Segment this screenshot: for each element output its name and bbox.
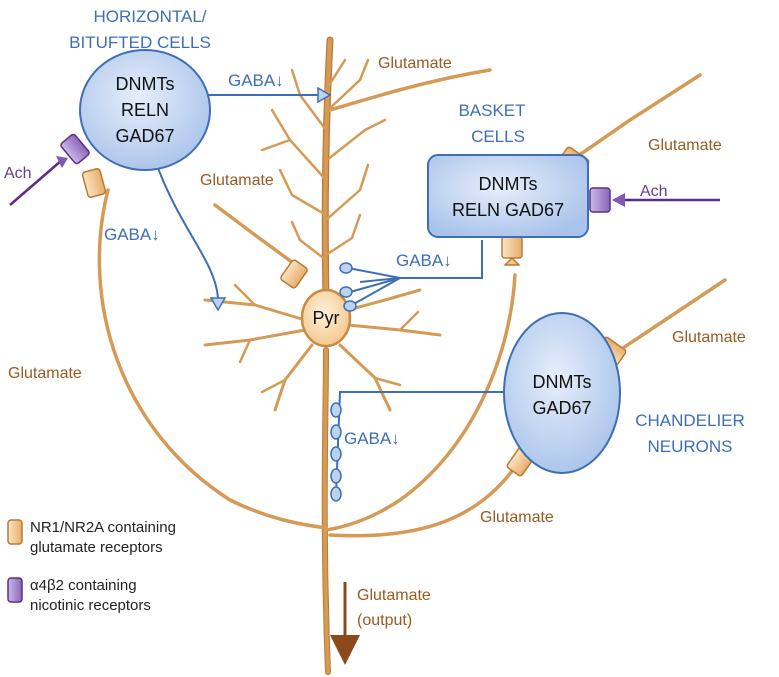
- glutamate-receptor: [81, 168, 107, 198]
- nicotinic-receptor: [60, 133, 90, 165]
- pyramidal-label: Pyr: [313, 308, 340, 328]
- gaba-terminal: [317, 86, 332, 104]
- chandelier-title-1: CHANDELIER: [635, 411, 745, 430]
- glutamate-label-left: Glutamate: [8, 365, 82, 382]
- output-label-1: Glutamate: [357, 587, 431, 604]
- output-label-2: (output): [357, 612, 412, 629]
- glutamate-label-mid: Glutamate: [200, 172, 274, 189]
- ach-terminal: [56, 156, 68, 168]
- horizontal-title-2: BITUFTED CELLS: [69, 33, 211, 52]
- gaba-bouton: [339, 262, 353, 274]
- glutamate-axons: [97, 68, 727, 538]
- chandelier-line1: DNMTs: [533, 372, 592, 392]
- chandelier-title-2: NEURONS: [647, 437, 732, 456]
- ach-terminal: [612, 193, 625, 207]
- gaba-terminal: [209, 297, 227, 312]
- horizontal-line1: DNMTs: [116, 74, 175, 94]
- ach-inputs: [9, 156, 720, 207]
- pyramidal-soma: [300, 288, 352, 348]
- basket-title-2: CELLS: [471, 127, 525, 146]
- gaba-connections: [154, 86, 510, 502]
- gaba-cartridge: [330, 446, 342, 462]
- basket-title-1: BASKET: [458, 101, 525, 120]
- legend-nic-line1: α4β2 containing: [30, 577, 137, 594]
- chandelier-line2: GAD67: [532, 398, 591, 418]
- legend-nic-line2: nicotinic receptors: [30, 597, 151, 614]
- legend: NR1/NR2A containing glutamate receptors …: [7, 519, 176, 614]
- horizontal-cell: DNMTs RELN GAD67: [79, 49, 211, 171]
- gaba-cartridge: [330, 486, 342, 502]
- glutamate-label-top: Glutamate: [378, 55, 452, 72]
- gaba-label-left: GABA↓: [104, 225, 160, 244]
- gaba-bouton: [339, 286, 353, 298]
- nicotinic-receptor: [589, 187, 611, 213]
- ach-label-left: Ach: [4, 165, 32, 182]
- glutamate-label-bottom: Glutamate: [480, 509, 554, 526]
- gaba-label-basket: GABA↓: [396, 251, 452, 270]
- gaba-cartridge: [330, 468, 342, 484]
- legend-nr-line1: NR1/NR2A containing: [30, 519, 176, 536]
- pyramidal-neuron: Pyr: [203, 36, 442, 675]
- chandelier-cell: DNMTs GAD67: [503, 312, 621, 474]
- gaba-cartridge: [330, 402, 342, 418]
- basket-line2: RELN GAD67: [452, 200, 564, 220]
- legend-nr-line2: glutamate receptors: [30, 539, 163, 556]
- gaba-bouton: [343, 300, 357, 312]
- legend-nicotinic-swatch: [7, 577, 23, 603]
- glutamate-label-basket: Glutamate: [648, 137, 722, 154]
- gaba-cartridge: [330, 424, 342, 440]
- gaba-label-top: GABA↓: [228, 71, 284, 90]
- basket-line1: DNMTs: [479, 174, 538, 194]
- basket-cell: DNMTs RELN GAD67: [427, 154, 589, 238]
- horizontal-title-1: HORIZONTAL/: [93, 7, 206, 26]
- horizontal-line2: RELN: [121, 100, 169, 120]
- horizontal-line3: GAD67: [115, 126, 174, 146]
- glutamate-receptor: [280, 259, 308, 289]
- glutamate-receptor: [501, 235, 523, 259]
- ach-label-right: Ach: [640, 183, 668, 200]
- gaba-label-axon: GABA↓: [344, 429, 400, 448]
- glutamate-label-chandelier: Glutamate: [672, 329, 746, 346]
- legend-glutamate-swatch: [7, 519, 23, 545]
